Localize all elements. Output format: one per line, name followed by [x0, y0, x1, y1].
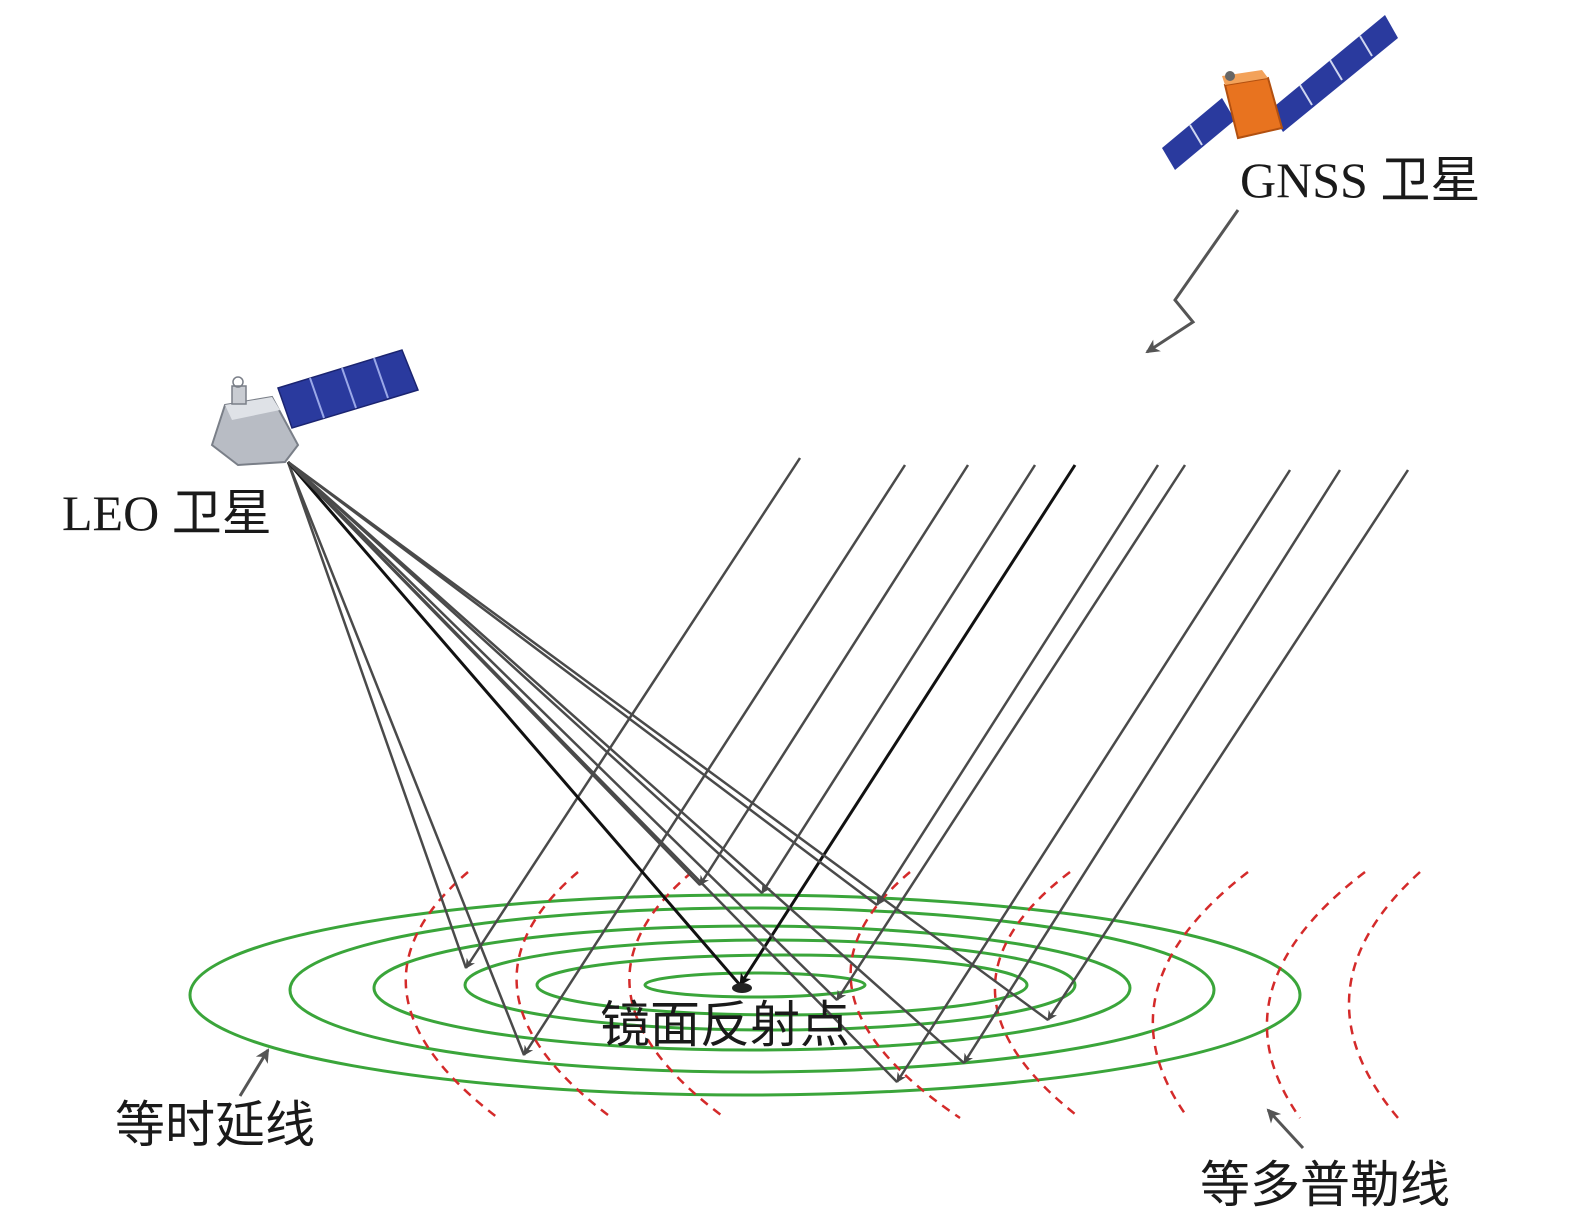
leo-satellite-icon: [210, 349, 420, 467]
gnss-satellite-label: GNSS 卫星: [1240, 152, 1481, 208]
specular-point-marker: [732, 983, 752, 993]
iso-doppler-pointer-arrow: [1266, 1108, 1305, 1150]
reflected-ray: [287, 461, 878, 906]
reflected-ray: [287, 460, 1049, 1022]
iso-delay-label: 等时延线: [115, 1097, 315, 1153]
incident-ray: [522, 464, 907, 1056]
incident-ray: [698, 464, 970, 886]
iso-doppler-arc: [849, 871, 961, 1120]
reflected-ray-specular: [286, 461, 742, 986]
iso-delay-ellipse: [288, 906, 1216, 1074]
iso-delay-ellipse: [372, 924, 1132, 1052]
iso-doppler-label: 等多普勒线: [1200, 1157, 1450, 1213]
iso-doppler-arc: [1151, 871, 1249, 1119]
incident-ray: [895, 469, 1292, 1083]
reflected-ray: [287, 461, 965, 1064]
iso-doppler-arc: [1347, 871, 1421, 1119]
incident-ray: [962, 469, 1342, 1064]
reflected-ray: [287, 461, 898, 1083]
iso-doppler-arc: [515, 871, 613, 1120]
reflected-rays: [286, 460, 1049, 1083]
iso-delay-ellipse: [643, 971, 867, 999]
iso-delay-ellipses: [188, 893, 1302, 1097]
iso-delay-pointer-arrow: [238, 1048, 270, 1097]
leo-satellite-label: LEO 卫星: [62, 485, 272, 541]
specular-point-label: 镜面反射点: [600, 997, 850, 1053]
gnss-satellite-icon: [1162, 15, 1398, 170]
incident-ray-specular: [738, 464, 1077, 986]
reflected-ray: [286, 461, 526, 1056]
reflected-ray: [286, 461, 468, 969]
incident-ray: [760, 464, 1037, 894]
lightning-signal-icon: [1145, 209, 1240, 354]
iso-delay-ellipse: [188, 893, 1302, 1097]
incident-ray: [875, 464, 1160, 906]
incident-ray: [835, 464, 1187, 1001]
reflected-ray: [287, 461, 838, 1001]
iso-doppler-arcs: [404, 871, 1421, 1120]
incident-rays: [464, 457, 1410, 1083]
incident-ray: [1046, 469, 1410, 1021]
incident-ray: [464, 457, 802, 969]
iso-delay-ellipse: [535, 953, 1029, 1017]
iso-doppler-arc: [993, 871, 1081, 1119]
